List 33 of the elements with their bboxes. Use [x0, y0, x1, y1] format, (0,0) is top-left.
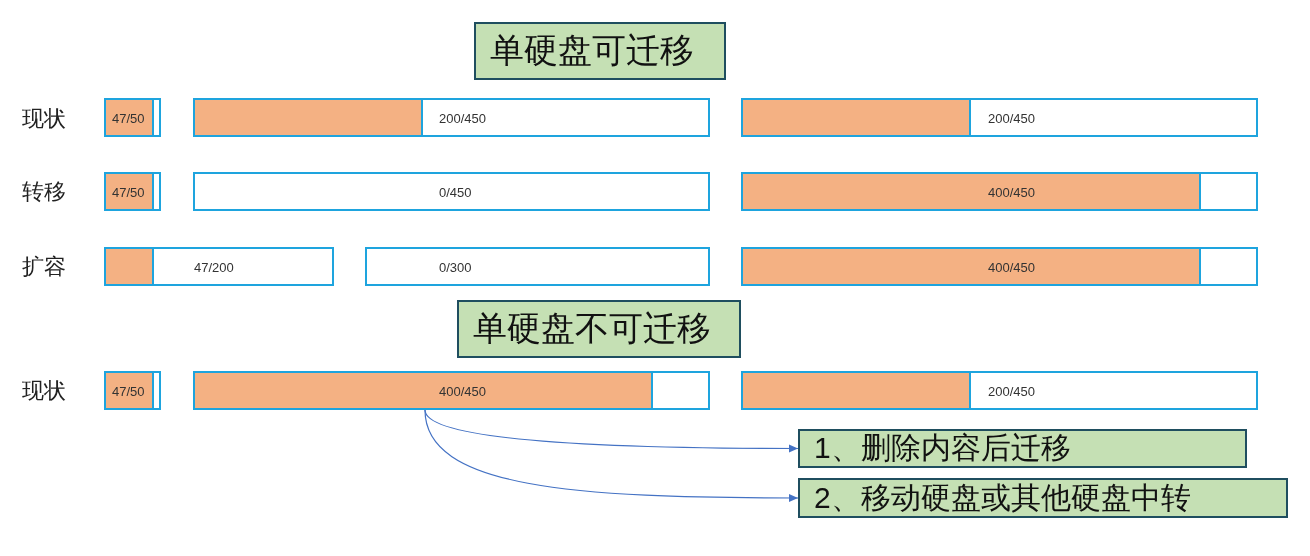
- disk-usage-bar: [104, 172, 161, 211]
- usage-text: 400/450: [439, 383, 486, 398]
- heading-box: 2、移动硬盘或其他硬盘中转: [798, 478, 1288, 518]
- disk-usage-bar: [104, 371, 161, 410]
- usage-text: 47/50: [112, 184, 145, 199]
- heading-box: 单硬盘可迁移: [474, 22, 726, 80]
- disk-usage-bar: [365, 247, 710, 286]
- usage-text: 200/450: [988, 383, 1035, 398]
- usage-text: 47/200: [194, 259, 234, 274]
- heading-box: 1、删除内容后迁移: [798, 429, 1247, 468]
- usage-text: 200/450: [439, 110, 486, 125]
- usage-text: 200/450: [988, 110, 1035, 125]
- usage-text: 47/50: [112, 110, 145, 125]
- curved-arrow: [424, 409, 799, 502]
- usage-text: 400/450: [988, 184, 1035, 199]
- row-label: 现状: [22, 105, 66, 133]
- disk-usage-bar: [741, 247, 1258, 286]
- heading-box: 单硬盘不可迁移: [457, 300, 741, 358]
- row-label: 转移: [22, 178, 66, 206]
- disk-usage-bar: [104, 247, 334, 286]
- disk-usage-bar: [741, 371, 1258, 410]
- usage-text: 400/450: [988, 259, 1035, 274]
- usage-text: 47/50: [112, 383, 145, 398]
- disk-usage-bar: [741, 98, 1258, 137]
- disk-usage-bar: [193, 172, 710, 211]
- usage-text: 0/300: [439, 259, 472, 274]
- disk-usage-bar: [193, 98, 710, 137]
- row-label: 扩容: [22, 253, 66, 281]
- disk-usage-bar: [741, 172, 1258, 211]
- row-label: 现状: [22, 377, 66, 405]
- usage-text: 0/450: [439, 184, 472, 199]
- disk-usage-bar: [193, 371, 710, 410]
- disk-usage-bar: [104, 98, 161, 137]
